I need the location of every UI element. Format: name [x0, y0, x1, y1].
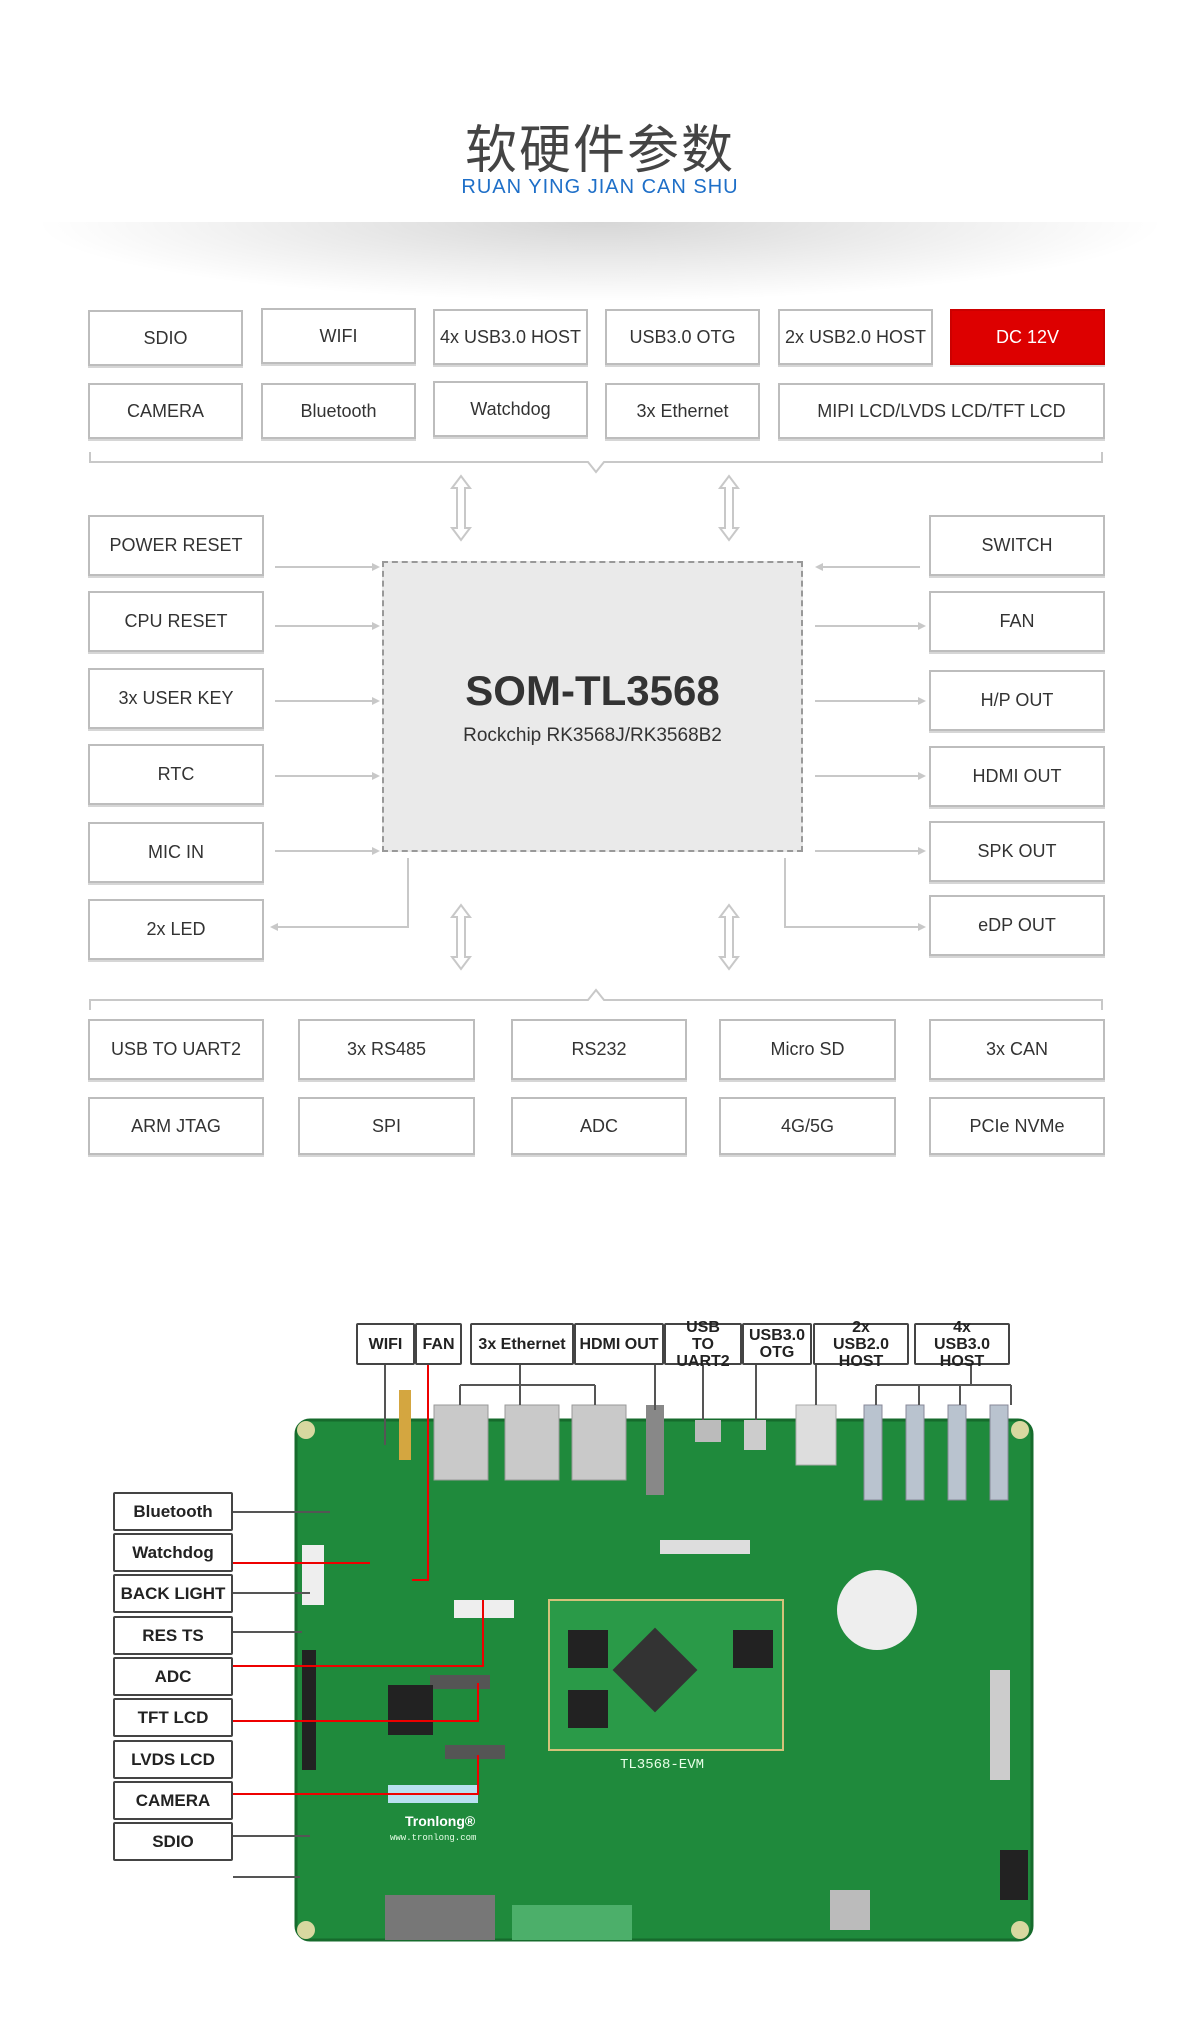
feature-box: WIFI [261, 308, 416, 364]
bottom-feature-box: ARM JTAG [88, 1097, 264, 1155]
bottom-feature-box: PCIe NVMe [929, 1097, 1105, 1155]
bottom-feature-box: ADC [511, 1097, 687, 1155]
board-label-top: USB3.0 OTG [742, 1323, 812, 1365]
board-label-top: WIFI [356, 1323, 415, 1365]
left-feature-box: RTC [88, 744, 264, 805]
left-feature-box: POWER RESET [88, 515, 264, 576]
board-label-left: TFT LCD [113, 1698, 233, 1737]
board-label-left: ADC [113, 1657, 233, 1696]
som-block: SOM-TL3568 Rockchip RK3568J/RK3568B2 [382, 561, 803, 852]
right-feature-box: FAN [929, 591, 1105, 652]
right-feature-box: HDMI OUT [929, 746, 1105, 807]
bottom-feature-box: 4G/5G [719, 1097, 896, 1155]
feature-box: SDIO [88, 310, 243, 366]
left-feature-box: CPU RESET [88, 591, 264, 652]
board-label-top: 3x Ethernet [470, 1323, 574, 1365]
feature-box-highlight: DC 12V [950, 309, 1105, 365]
bottom-feature-box: RS232 [511, 1019, 687, 1080]
brand-logo: Tronlong® [405, 1813, 476, 1829]
som-name: SOM-TL3568 [465, 666, 720, 714]
left-feature-box: 3x USER KEY [88, 668, 264, 729]
diagram-connectors [89, 452, 1103, 1010]
som-chip: Rockchip RK3568J/RK3568B2 [463, 724, 722, 746]
board-label-left: Watchdog [113, 1533, 233, 1572]
board-label-left: BACK LIGHT [113, 1574, 233, 1613]
right-feature-box: H/P OUT [929, 670, 1105, 731]
board-label-top: FAN [415, 1323, 462, 1365]
feature-box: Watchdog [433, 381, 588, 437]
feature-box: 3x Ethernet [605, 383, 760, 439]
right-feature-box: SWITCH [929, 515, 1105, 576]
board-label-left: SDIO [113, 1822, 233, 1861]
bottom-feature-box: USB TO UART2 [88, 1019, 264, 1080]
bottom-feature-box: 3x CAN [929, 1019, 1105, 1080]
feature-box: MIPI LCD/LVDS LCD/TFT LCD [778, 383, 1105, 439]
bottom-feature-box: 3x RS485 [298, 1019, 475, 1080]
board-label-top: 4x USB3.0 HOST [914, 1319, 1010, 1370]
left-feature-box: MIC IN [88, 822, 264, 883]
feature-box: 2x USB2.0 HOST [778, 309, 933, 365]
feature-box: Bluetooth [261, 383, 416, 439]
feature-box: USB3.0 OTG [605, 309, 760, 365]
board-label-top: 2x USB2.0 HOST [813, 1319, 909, 1370]
board-label-top: USB TO UART2 [664, 1319, 742, 1370]
divider-shadow [30, 222, 1170, 302]
brand-site: www.tronlong.com [390, 1833, 476, 1843]
feature-box: CAMERA [88, 383, 243, 439]
feature-box: 4x USB3.0 HOST [433, 309, 588, 365]
bottom-feature-box: SPI [298, 1097, 475, 1155]
page-subtitle: RUAN YING JIAN CAN SHU [461, 176, 739, 198]
board-label-left: Bluetooth [113, 1492, 233, 1531]
right-feature-box: SPK OUT [929, 821, 1105, 882]
page-title: 软硬件参数 [464, 121, 735, 181]
right-feature-box: eDP OUT [929, 895, 1105, 956]
bottom-feature-box: Micro SD [719, 1019, 896, 1080]
board-label-left: RES TS [113, 1616, 233, 1655]
board-label-top: HDMI OUT [574, 1323, 664, 1365]
board-label-left: LVDS LCD [113, 1740, 233, 1779]
board-label-left: CAMERA [113, 1781, 233, 1820]
board-name: TL3568-EVM [620, 1757, 704, 1773]
left-feature-box: 2x LED [88, 899, 264, 960]
